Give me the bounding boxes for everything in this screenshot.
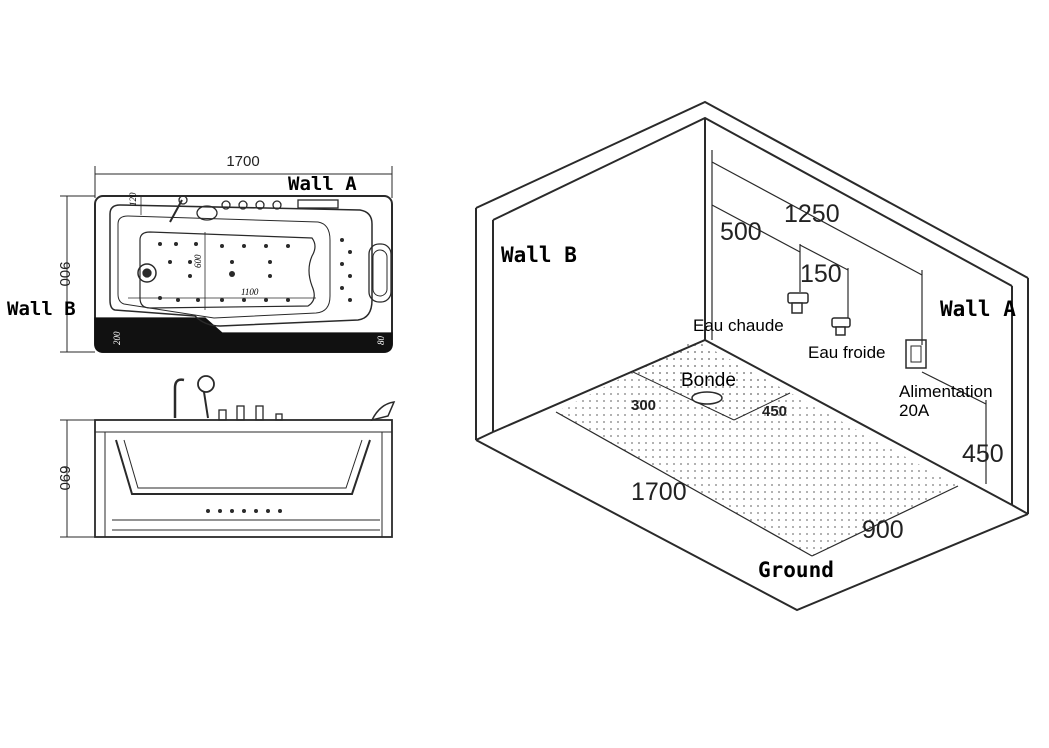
power-rating-label: 20A: [899, 401, 930, 420]
room-dim-450-drain: 450: [762, 403, 787, 420]
room-view: [475, 100, 1029, 612]
room-ground-label: Ground: [758, 558, 834, 582]
top-depth-dimension: 900: [56, 261, 73, 286]
room-wall-b-label: Wall B: [501, 243, 577, 267]
room-dim-150: 150: [800, 260, 842, 288]
room-dim-900: 900: [862, 516, 904, 544]
side-view: [60, 375, 396, 538]
hot-water-label: Eau chaude: [693, 316, 784, 335]
drain-label: Bonde: [681, 370, 736, 391]
top-width-dimension: 1700: [226, 153, 259, 170]
top-dim-1100: 1100: [241, 287, 259, 297]
room-dim-450-height: 450: [962, 440, 1004, 468]
top-dim-80: 80: [376, 336, 386, 346]
top-dim-120: 120: [128, 192, 138, 206]
room-dim-300: 300: [631, 397, 656, 414]
cold-water-label: Eau froide: [808, 343, 886, 362]
top-wall-b-label: Wall B: [7, 298, 76, 320]
top-wall-a-label: Wall A: [288, 173, 357, 195]
top-view: [60, 166, 393, 353]
top-dim-600: 600: [193, 254, 203, 268]
room-dim-500: 500: [720, 218, 762, 246]
room-wall-a-label: Wall A: [940, 297, 1016, 321]
top-dim-200: 200: [112, 331, 122, 345]
side-height-dimension: 690: [56, 465, 73, 490]
room-dim-1250: 1250: [784, 200, 840, 228]
room-dim-1700: 1700: [631, 478, 687, 506]
power-label: Alimentation: [899, 382, 993, 401]
